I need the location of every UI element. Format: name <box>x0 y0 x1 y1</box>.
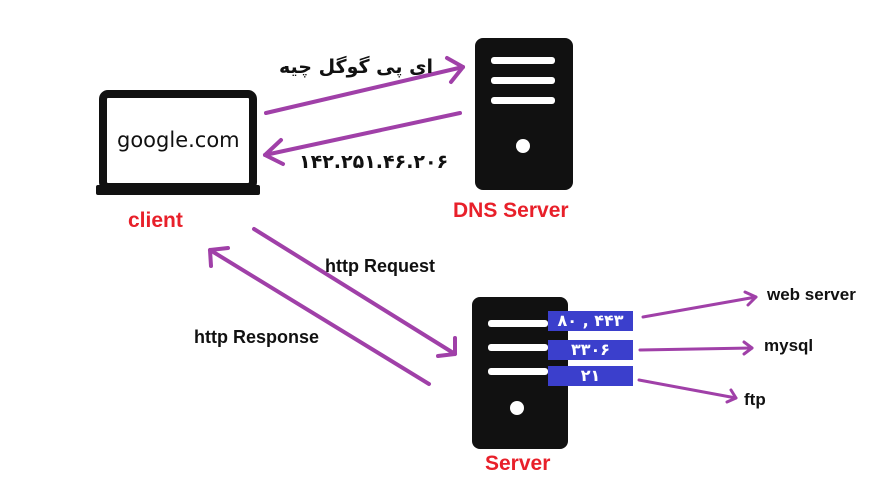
http-request-arrow <box>252 227 457 358</box>
dns-server-label: DNS Server <box>453 199 569 222</box>
port-box-mysql: ۳۳۰۶ <box>548 340 633 360</box>
service-web-server: web server <box>767 285 856 304</box>
laptop-screen-text: google.com <box>117 128 240 152</box>
service-ftp: ftp <box>744 390 766 409</box>
client-label: client <box>128 209 183 232</box>
http-response-arrow <box>208 246 431 386</box>
laptop-icon <box>96 90 260 195</box>
server-icon <box>472 297 568 449</box>
port-arrow-web <box>641 290 758 319</box>
server-label: Server <box>485 452 551 475</box>
port-arrow-ftp <box>637 378 738 404</box>
port-box-ftp: ۲۱ <box>548 366 633 386</box>
dns-reply-label: ۱۴۲.۲۵۱.۴۶.۲۰۶ <box>299 151 449 173</box>
dns-query-arrow <box>264 56 465 115</box>
http-response-label: http Response <box>194 327 320 347</box>
dns-server-icon <box>475 38 573 190</box>
http-request-label: http Request <box>325 256 435 276</box>
service-mysql: mysql <box>764 336 814 355</box>
dns-reply-arrow <box>263 111 462 166</box>
port-box-web: ۸۰ , ۴۴۳ <box>548 311 633 331</box>
dns-query-label: ای پی گوگل چیه <box>279 56 434 78</box>
port-arrow-mysql <box>638 340 754 356</box>
